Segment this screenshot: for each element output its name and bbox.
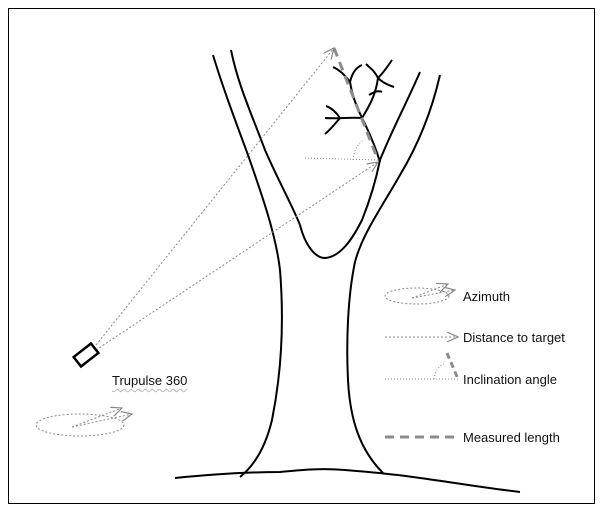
legend-azimuth-symbol bbox=[384, 284, 455, 305]
legend-azimuth-label: Azimuth bbox=[463, 289, 510, 304]
tree-trunk-right bbox=[346, 74, 441, 474]
trupulse-device bbox=[71, 341, 101, 369]
distance-line-top bbox=[95, 48, 334, 346]
tree-trunk-left bbox=[212, 54, 283, 478]
tree-branch-left bbox=[230, 49, 301, 226]
tree-small-branch bbox=[324, 59, 395, 163]
legend-inclination-label: Inclination angle bbox=[463, 372, 557, 387]
device-label: Trupulse 360 bbox=[112, 373, 188, 388]
device-azimuth-symbol bbox=[35, 408, 132, 437]
inclination-arc bbox=[352, 139, 365, 161]
diagram-frame bbox=[8, 8, 595, 504]
distance-line-base bbox=[95, 162, 378, 351]
inclination-reference-line bbox=[304, 157, 379, 161]
ground-line bbox=[174, 468, 521, 493]
legend-inclination-symbol bbox=[385, 352, 460, 380]
tree-fork-inner bbox=[299, 71, 421, 260]
legend-measured-length-label: Measured length bbox=[463, 430, 560, 445]
measured-length-line bbox=[332, 47, 380, 161]
legend-distance-label: Distance to target bbox=[463, 330, 565, 345]
